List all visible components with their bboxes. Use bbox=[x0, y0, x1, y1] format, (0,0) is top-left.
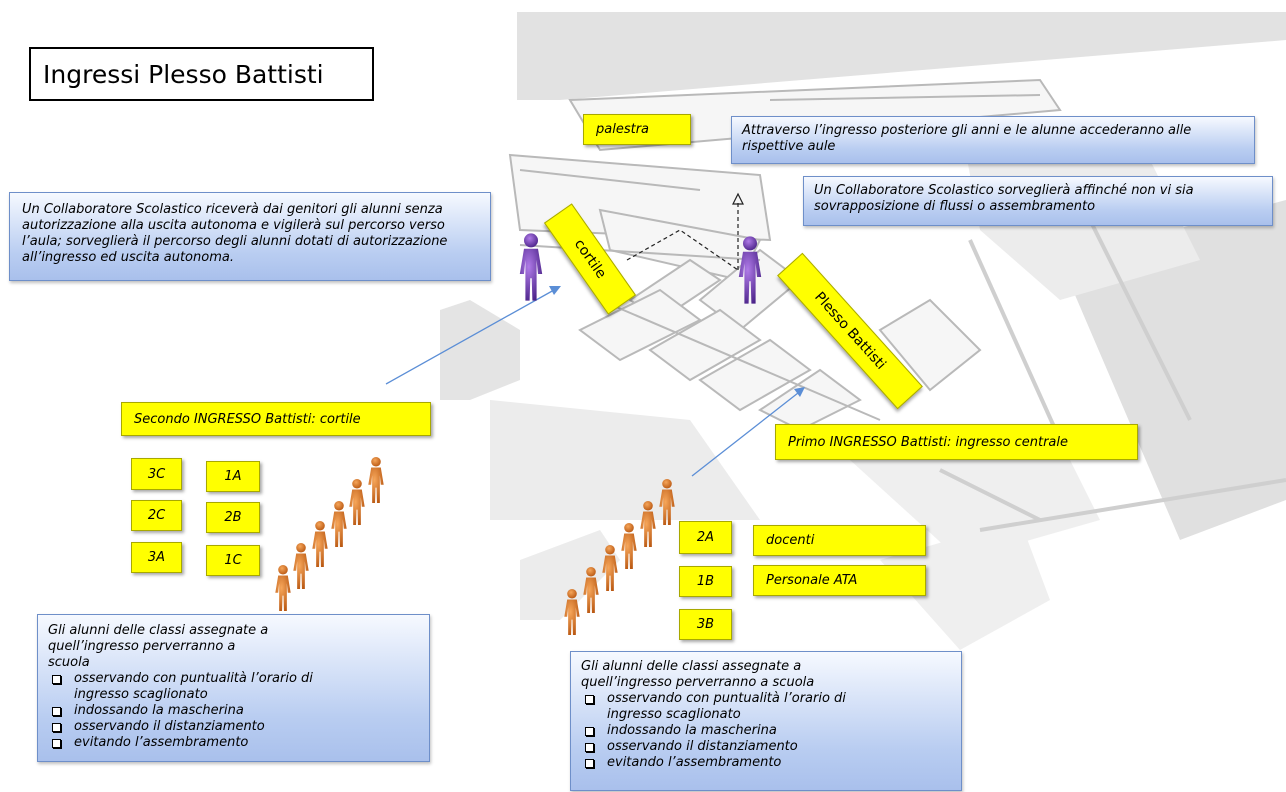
checkbox-bullet-icon bbox=[585, 695, 594, 704]
student-icon bbox=[331, 500, 347, 548]
flow-dashed-lines bbox=[626, 200, 739, 271]
road-lines bbox=[939, 219, 1286, 532]
student-icon bbox=[621, 522, 637, 570]
personale-ata-label: Personale ATA bbox=[753, 565, 926, 596]
collaboratore-note-left: Un Collaboratore Scolastico riceverà dai… bbox=[9, 192, 491, 281]
collaboratore-note-right: Un Collaboratore Scolastico sorveglierà … bbox=[803, 176, 1273, 226]
rules-intro: Gli alunni delle classi assegnate a quel… bbox=[48, 623, 269, 670]
class-label: 2A bbox=[679, 521, 732, 554]
students-queue-cortile bbox=[275, 456, 384, 612]
palestra-label: palestra bbox=[583, 114, 691, 145]
rule-item: indossando la mascherina bbox=[581, 723, 951, 739]
rule-item: osservando il distanziamento bbox=[48, 719, 419, 735]
rules-intro: Gli alunni delle classi assegnate a quel… bbox=[581, 659, 815, 690]
class-label: 2B bbox=[206, 502, 260, 533]
student-icon bbox=[275, 564, 291, 612]
class-label: 1B bbox=[679, 566, 732, 597]
first-entrance-label: Primo INGRESSO Battisti: ingresso centra… bbox=[775, 424, 1138, 460]
rules-box-cortile: Gli alunni delle classi assegnate a quel… bbox=[37, 614, 430, 762]
checkbox-bullet-icon bbox=[52, 723, 61, 732]
arrow-to-ingresso-centrale bbox=[691, 387, 805, 477]
checkbox-bullet-icon bbox=[585, 727, 594, 736]
rule-item: evitando l’assembramento bbox=[48, 735, 419, 751]
posteriore-note: Attraverso l’ingresso posteriore gli ann… bbox=[731, 116, 1255, 164]
class-label: 2C bbox=[131, 500, 182, 531]
flow-arrowhead bbox=[732, 192, 744, 205]
rule-item: osservando con puntualità l’orario di in… bbox=[581, 691, 951, 723]
class-label: 1A bbox=[206, 461, 260, 492]
arrow-to-cortile bbox=[385, 286, 561, 385]
docenti-label: docenti bbox=[753, 525, 926, 556]
checkbox-bullet-icon bbox=[52, 675, 61, 684]
rules-list: osservando con puntualità l’orario di in… bbox=[581, 691, 951, 771]
checkbox-bullet-icon bbox=[585, 759, 594, 768]
class-label: 1C bbox=[206, 545, 260, 576]
rule-item: osservando con puntualità l’orario di in… bbox=[48, 671, 419, 703]
checkbox-bullet-icon bbox=[585, 743, 594, 752]
class-label: 3B bbox=[679, 609, 732, 640]
page-title: Ingressi Plesso Battisti bbox=[29, 47, 374, 101]
checkbox-bullet-icon bbox=[52, 707, 61, 716]
rule-item: osservando il distanziamento bbox=[581, 739, 951, 755]
rule-item: evitando l’assembramento bbox=[581, 755, 951, 771]
student-icon bbox=[312, 520, 328, 568]
student-icon bbox=[368, 456, 384, 504]
staff-figure-icon bbox=[519, 233, 543, 301]
second-entrance-label: Secondo INGRESSO Battisti: cortile bbox=[121, 402, 431, 436]
rules-box-centrale: Gli alunni delle classi assegnate a quel… bbox=[570, 651, 962, 791]
class-label: 3A bbox=[131, 542, 182, 573]
checkbox-bullet-icon bbox=[52, 739, 61, 748]
rule-item: indossando la mascherina bbox=[48, 703, 419, 719]
student-icon bbox=[349, 478, 365, 526]
student-icon bbox=[293, 542, 309, 590]
rules-list: osservando con puntualità l’orario di in… bbox=[48, 671, 419, 751]
class-label: 3C bbox=[131, 458, 182, 490]
